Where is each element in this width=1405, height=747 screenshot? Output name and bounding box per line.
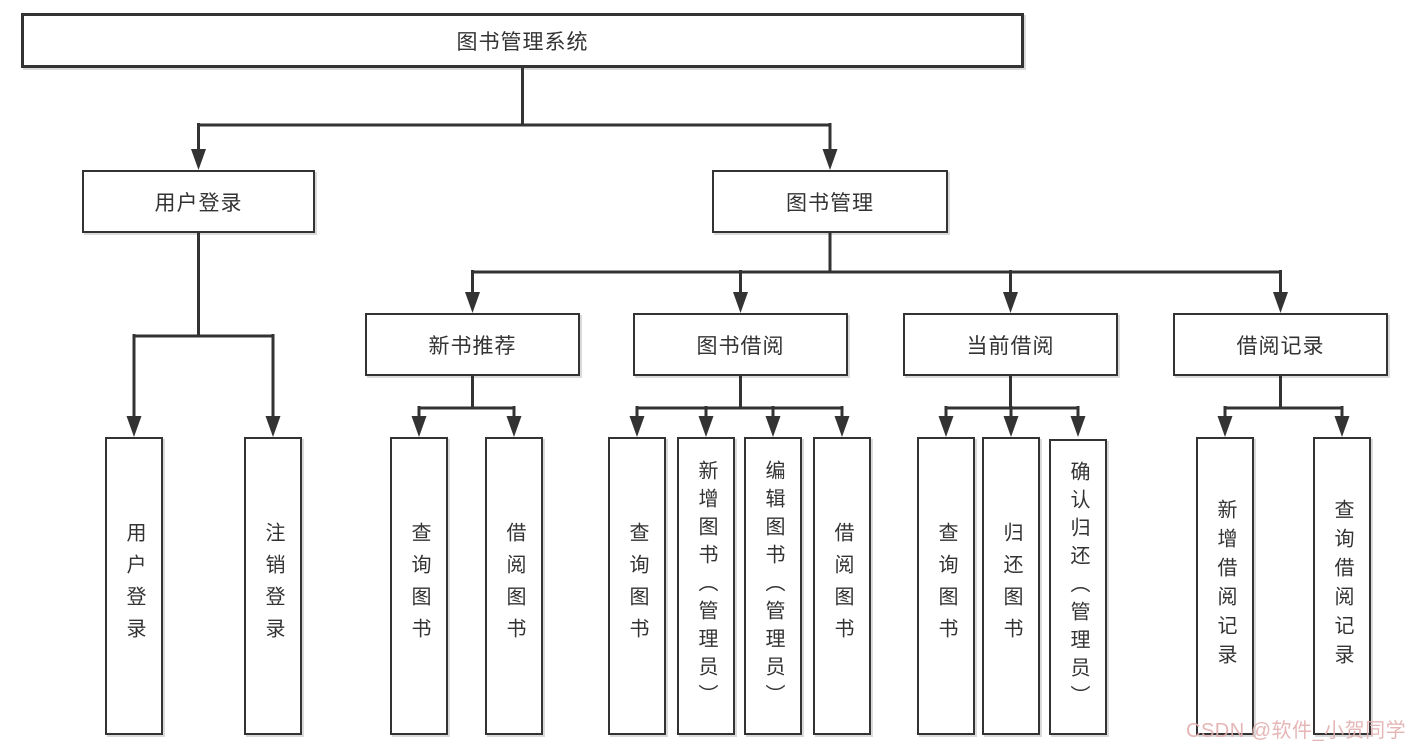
leaf-borrow-book-2-label: 借阅图书 [831,522,853,650]
node-borrow-record-label: 借阅记录 [1236,334,1325,358]
arrow-icon [411,416,427,437]
arrow-icon [465,292,480,313]
leaf-query-borrow-record: 查询借阅记录 [1313,437,1371,735]
arrow-icon [822,149,838,170]
leaf-logout-label: 注销登录 [262,522,284,650]
leaf-add-book-admin: 新增图书（管理员） [677,437,735,735]
connector-borrow-record-fork [1223,376,1344,417]
node-book-borrow: 图书借阅 [633,313,848,376]
node-root-label: 图书管理系统 [456,30,589,54]
leaf-return-book-label: 归还图书 [1000,522,1022,650]
node-book-borrow-label: 图书借阅 [696,334,785,358]
leaf-return-book: 归还图书 [982,437,1040,735]
leaf-add-borrow-record: 新增借阅记录 [1196,437,1254,735]
arrow-icon [733,292,748,313]
arrow-icon [1217,416,1233,437]
node-user-login-label: 用户登录 [154,191,243,215]
leaf-query-book-2-label: 查询图书 [626,522,648,650]
leaf-add-book-admin-label: 新增图书（管理员） [695,460,717,712]
arrow-icon [265,416,281,437]
leaf-query-book-3-label: 查询图书 [935,522,957,650]
leaf-query-book-3: 查询图书 [917,437,975,735]
leaf-logout: 注销登录 [244,437,302,735]
leaf-user-login-label: 用户登录 [123,522,145,650]
connector-user-login-fork [132,233,275,417]
arrow-icon [191,149,206,170]
leaf-confirm-return-admin: 确认归还（管理员） [1049,439,1107,735]
node-borrow-record: 借阅记录 [1173,313,1388,376]
arrow-icon [1070,416,1086,437]
node-new-book-recommend: 新书推荐 [365,313,580,376]
node-root: 图书管理系统 [21,13,1024,68]
node-current-borrow: 当前借阅 [903,313,1118,376]
leaf-confirm-return-admin-label: 确认归还（管理员） [1067,461,1089,713]
leaf-query-book-1-label: 查询图书 [408,522,430,650]
arrow-icon [1334,416,1350,437]
node-current-borrow-label: 当前借阅 [966,334,1055,358]
arrow-icon [834,416,850,437]
arrow-icon [126,416,142,437]
leaf-edit-book-admin-label: 编辑图书（管理员） [762,460,784,712]
arrow-icon [1273,292,1288,313]
connector-new-book-fork [417,376,516,417]
connector-root-fork [197,68,832,151]
leaf-edit-book-admin: 编辑图书（管理员） [744,437,802,735]
connector-book-management-fork [471,233,1282,294]
connector-book-borrow-fork [635,376,844,417]
arrow-icon [629,416,645,437]
arrow-icon [506,416,522,437]
leaf-borrow-book-1: 借阅图书 [485,437,543,735]
node-user-login: 用户登录 [82,170,315,233]
arrow-icon [938,416,954,437]
leaf-query-borrow-record-label: 查询借阅记录 [1331,499,1353,673]
arrow-icon [765,416,781,437]
leaf-borrow-book-1-label: 借阅图书 [503,522,525,650]
arrow-icon [1003,292,1018,313]
csdn-watermark: CSDN @软件_小贺同学 [1186,720,1405,742]
leaf-query-book-2: 查询图书 [608,437,666,735]
leaf-query-book-1: 查询图书 [390,437,448,735]
arrow-icon [698,416,714,437]
node-book-management-label: 图书管理 [786,191,874,215]
node-new-book-recommend-label: 新书推荐 [428,334,517,358]
connector-current-borrow-fork [944,376,1080,417]
leaf-add-borrow-record-label: 新增借阅记录 [1214,499,1236,673]
leaf-borrow-book-2: 借阅图书 [813,437,871,735]
node-book-management: 图书管理 [712,170,948,233]
leaf-user-login: 用户登录 [105,437,163,735]
arrow-icon [1003,416,1019,437]
